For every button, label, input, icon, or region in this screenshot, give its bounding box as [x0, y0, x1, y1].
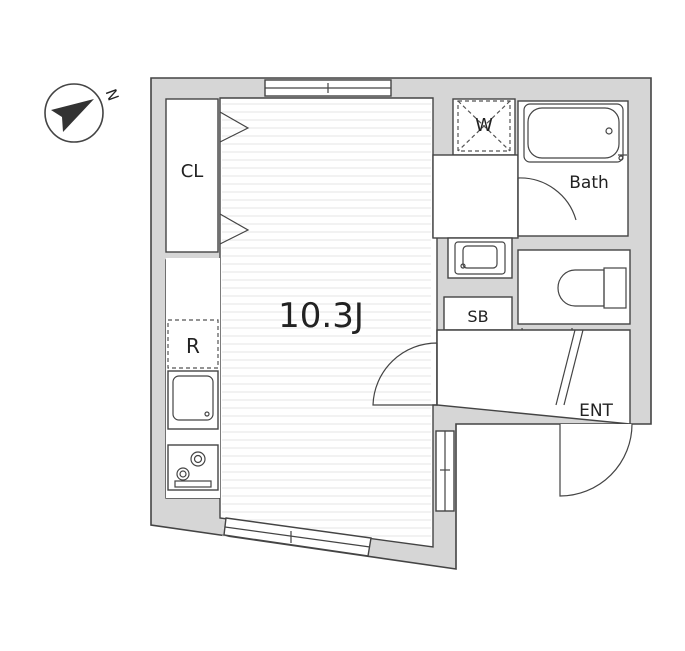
- compass-north-arrow-icon: [51, 99, 94, 132]
- stove-burner-icon: [190, 451, 206, 467]
- closet-door-mark-bottom: [219, 213, 250, 245]
- refrigerator-label: R: [186, 334, 200, 358]
- closet-label: CL: [181, 161, 204, 182]
- toilet-bowl: [557, 269, 605, 307]
- washer-space: [457, 100, 511, 152]
- bath-door-swing: [517, 177, 577, 236]
- compass: N: [44, 83, 123, 143]
- floor-hatching: [222, 103, 431, 537]
- stove: [167, 444, 219, 491]
- shoe-box-label: SB: [467, 307, 488, 326]
- entrance-door-swing: [559, 423, 633, 497]
- refrigerator-space: [167, 319, 219, 369]
- bath: [517, 100, 629, 237]
- toilet-room: [517, 249, 631, 325]
- stove-burner-icon: [176, 467, 190, 481]
- main-room-label: 10.3J: [278, 296, 364, 336]
- closet-door-mark-top: [219, 111, 250, 143]
- compass-north-label: N: [102, 87, 123, 104]
- closet: [165, 98, 219, 253]
- bathtub: [523, 103, 624, 163]
- entrance-label: ENT: [579, 401, 613, 421]
- washbasin: [447, 237, 513, 279]
- washer-label: W: [475, 115, 493, 136]
- bath-label: Bath: [569, 173, 609, 193]
- main-room-door-swing: [372, 342, 438, 406]
- corridor: [432, 154, 519, 239]
- sink-basin: [172, 375, 214, 421]
